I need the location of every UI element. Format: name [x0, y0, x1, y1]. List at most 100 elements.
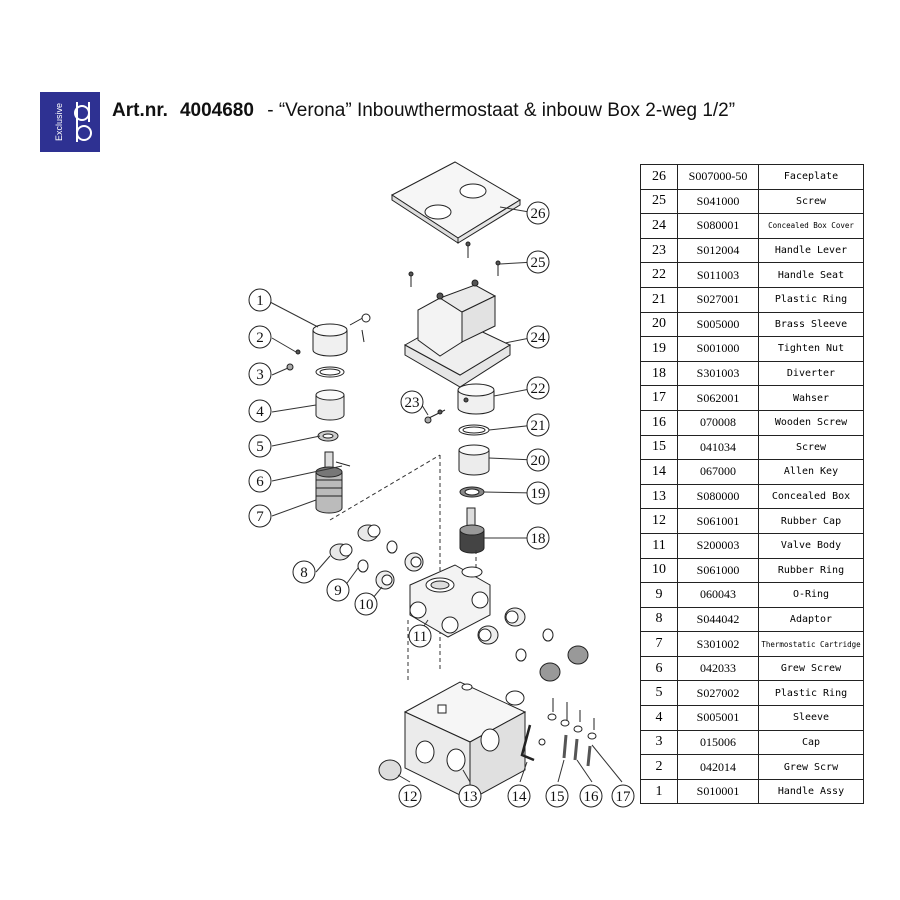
callout-number: 12 — [403, 789, 418, 805]
assembly-guide-lines — [329, 454, 477, 682]
callout-number: 9 — [334, 583, 342, 599]
tighten-nut-19-part — [459, 486, 485, 498]
callout-25: 25 — [526, 250, 550, 274]
part-description-cell: O-Ring — [758, 582, 864, 608]
part-code-cell: S200003 — [677, 532, 759, 559]
part-code-cell: S061001 — [677, 508, 759, 534]
part-code-cell: S012004 — [677, 237, 759, 264]
concealed-box-13-part — [403, 681, 527, 801]
callout-number: 2 — [256, 330, 264, 346]
part-number-cell: 19 — [640, 336, 678, 362]
callout-circle — [526, 526, 550, 550]
callout-24: 24 — [526, 325, 550, 349]
part-description-cell: Faceplate — [758, 164, 864, 190]
part-description-cell: Rubber Cap — [758, 508, 864, 534]
part-description-cell: Concealed Box Cover — [758, 213, 864, 239]
part-number-cell: 5 — [640, 680, 678, 707]
callout-number: 24 — [531, 330, 547, 346]
part-description-cell: Tighten Nut — [758, 336, 864, 362]
part-description-cell: Diverter — [758, 360, 864, 387]
part-number-cell: 11 — [640, 532, 678, 559]
callout-17: 17 — [611, 784, 635, 808]
callout-circle — [545, 784, 569, 808]
art-label: Art.nr. — [112, 100, 168, 121]
part-number-cell: 18 — [640, 360, 678, 387]
title-separator: - — [267, 100, 274, 121]
part-code-cell: 015006 — [677, 729, 759, 756]
plastic-ring-part — [315, 366, 345, 378]
part-code-cell: 060043 — [677, 582, 759, 608]
callout-5: 5 — [248, 434, 272, 458]
part-code-cell: 041034 — [677, 434, 759, 461]
part-number-cell: 13 — [640, 483, 678, 510]
part-description-cell: Grew Screw — [758, 655, 864, 682]
part-number-cell: 1 — [640, 778, 678, 805]
part-number-cell: 2 — [640, 754, 678, 780]
callout-19: 19 — [526, 481, 550, 505]
part-number-cell: 7 — [640, 631, 678, 657]
part-description-cell: Allen Key — [758, 459, 864, 485]
part-description-cell: Rubber Ring — [758, 557, 864, 584]
part-code-cell: S027001 — [677, 286, 759, 313]
part-code-cell: S061000 — [677, 557, 759, 584]
callout-circle — [458, 784, 482, 808]
part-number-cell: 10 — [640, 557, 678, 584]
callout-circle — [526, 250, 550, 274]
callout-circle — [526, 448, 550, 472]
callout-number: 6 — [256, 474, 264, 490]
part-number-cell: 9 — [640, 582, 678, 608]
part-number-cell: 3 — [640, 729, 678, 756]
part-number-cell: 8 — [640, 606, 678, 633]
callout-circle — [248, 399, 272, 423]
part-description-cell: Plastic Ring — [758, 286, 864, 313]
part-code-cell: 067000 — [677, 459, 759, 485]
part-code-cell: S011003 — [677, 262, 759, 288]
part-code-cell: 070008 — [677, 409, 759, 436]
screws-15-16-17-part — [538, 698, 597, 767]
part-number-cell: 20 — [640, 311, 678, 338]
callout-15: 15 — [545, 784, 569, 808]
part-number-cell: 6 — [640, 655, 678, 682]
part-number-cell: 14 — [640, 459, 678, 485]
callout-2: 2 — [248, 325, 272, 349]
grew-screw-2-part — [286, 349, 301, 371]
callout-number: 7 — [256, 509, 264, 525]
art-number: 4004680 — [179, 100, 254, 121]
callout-8: 8 — [292, 560, 316, 584]
part-code-cell: S062001 — [677, 385, 759, 411]
part-description-cell: Screw — [758, 188, 864, 215]
part-description-cell: Handle Assy — [758, 778, 864, 805]
callout-circle — [248, 469, 272, 493]
callout-circle — [398, 784, 422, 808]
part-code-cell: S080001 — [677, 213, 759, 239]
part-description-cell: Brass Sleeve — [758, 311, 864, 338]
callout-22: 22 — [526, 376, 550, 400]
callout-number: 11 — [413, 629, 427, 645]
page-title: Art.nr.4004680 - “Verona” Inbouwthermost… — [112, 100, 735, 130]
callout-number: 20 — [531, 453, 546, 469]
callout-20: 20 — [526, 448, 550, 472]
callout-14: 14 — [507, 784, 531, 808]
handle-lever-23-part — [424, 409, 446, 424]
callout-26: 26 — [526, 201, 550, 225]
o-ring-9-part — [357, 540, 398, 573]
callout-circle — [526, 201, 550, 225]
part-description-cell: Plastic Ring — [758, 680, 864, 707]
adaptor-8-part — [329, 524, 381, 561]
callout-9: 9 — [326, 578, 350, 602]
part-number-cell: 25 — [640, 188, 678, 215]
rubber-ring-10-part — [375, 552, 424, 590]
part-number-cell: 15 — [640, 434, 678, 461]
callout-number: 17 — [616, 789, 632, 805]
